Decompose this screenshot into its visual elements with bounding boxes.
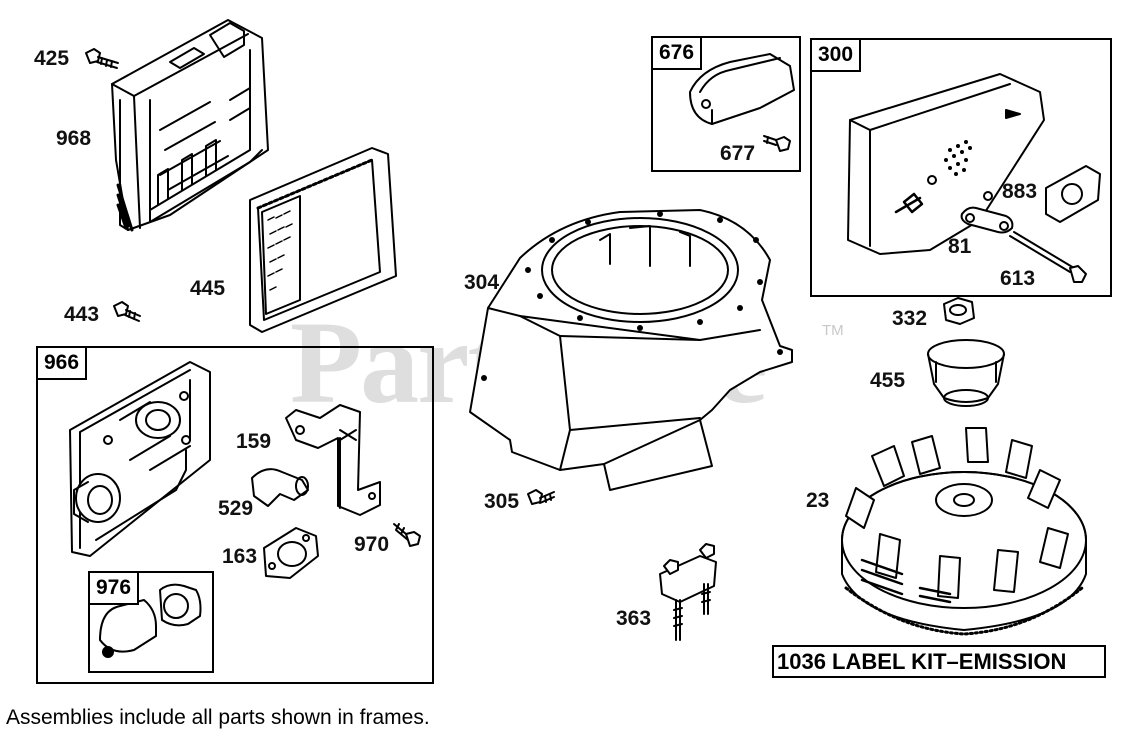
part-label-529: 529: [218, 497, 254, 520]
frame-label-300: 300: [810, 38, 862, 72]
frame-label-966: 966: [36, 346, 88, 380]
screw-677[interactable]: [763, 135, 791, 152]
bracket-159[interactable]: [285, 404, 381, 516]
part-label-677: 677: [720, 142, 756, 165]
part-label-332: 332: [892, 307, 928, 330]
screw-305[interactable]: [527, 489, 555, 505]
part-label-305: 305: [484, 490, 520, 513]
gasket-163[interactable]: [263, 527, 319, 579]
part-label-23: 23: [806, 489, 830, 512]
bolt-425[interactable]: [85, 48, 119, 69]
frame-976: 976: [88, 571, 214, 673]
frame-966: 966: [36, 346, 434, 684]
lock-plate-81[interactable]: [960, 206, 1014, 234]
flywheel-23[interactable]: [841, 427, 1087, 636]
part-label-163: 163: [222, 545, 258, 568]
muffler-guard-676[interactable]: [689, 53, 795, 125]
frame-300: 300: [810, 38, 1112, 297]
part-label-81: 81: [948, 235, 972, 258]
trademark-symbol: TM: [822, 322, 844, 339]
primer-bulb-976[interactable]: [99, 583, 202, 658]
part-label-883: 883: [1002, 180, 1038, 203]
part-label-455: 455: [870, 369, 906, 392]
carburetor-body-966[interactable]: [69, 361, 211, 557]
part-label-425: 425: [34, 47, 70, 70]
starter-cup-455[interactable]: [927, 339, 1005, 407]
part-label-445: 445: [190, 277, 226, 300]
part-label-304: 304: [464, 271, 500, 294]
part-label-970: 970: [354, 533, 390, 556]
frame-label-676: 676: [651, 36, 703, 70]
screw-443[interactable]: [113, 301, 141, 322]
air-cleaner-base-968[interactable]: [111, 19, 269, 232]
label-kit-emission-box: 1036 LABEL KIT–EMISSION: [772, 645, 1106, 678]
screw-970[interactable]: [393, 523, 421, 547]
part-label-443: 443: [64, 303, 100, 326]
part-label-968: 968: [56, 127, 92, 150]
frame-676: 676: [651, 36, 801, 172]
part-label-363: 363: [616, 607, 652, 630]
muffler-300[interactable]: [847, 73, 1045, 255]
part-label-159: 159: [236, 430, 272, 453]
stop-switch-bracket-363[interactable]: [659, 543, 717, 641]
air-filter-445[interactable]: [249, 147, 397, 333]
flywheel-nut-332[interactable]: [943, 297, 975, 325]
gasket-883[interactable]: [1045, 165, 1101, 223]
bolt-613[interactable]: [1009, 231, 1087, 283]
blower-housing-304[interactable]: [469, 209, 793, 491]
assemblies-footnote: Assemblies include all parts shown in fr…: [6, 706, 430, 729]
part-label-613: 613: [1000, 267, 1036, 290]
fuel-elbow-529[interactable]: [251, 468, 309, 507]
frame-label-976: 976: [88, 571, 140, 605]
